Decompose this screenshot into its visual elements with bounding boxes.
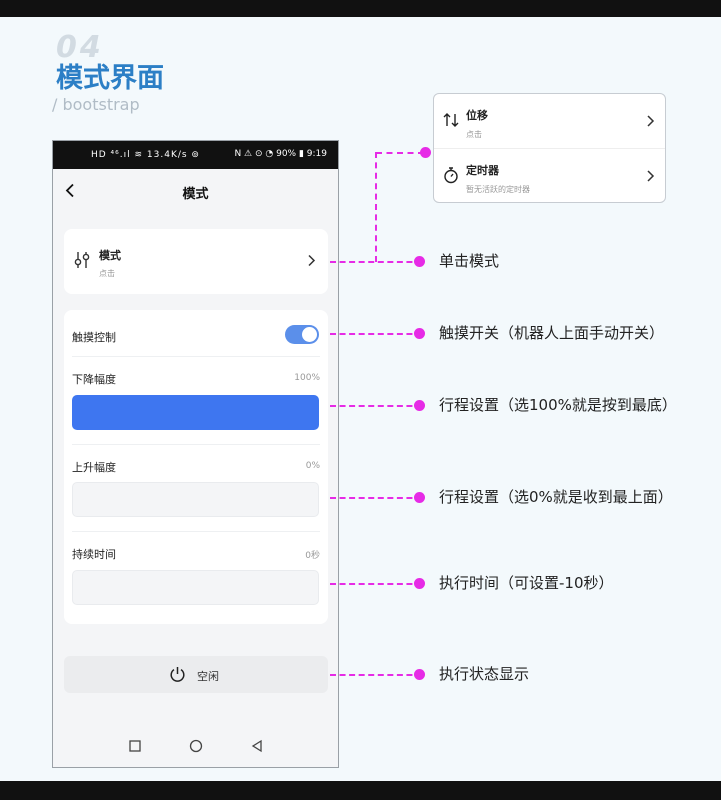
up-amplitude-slider[interactable] — [72, 482, 319, 517]
status-button[interactable]: 空闲 — [64, 656, 328, 693]
divider — [72, 356, 320, 357]
status-bar: HD ⁴⁶.ıl ≋ 13.4K/s ⊚ N ⚠ ⊙ ◔ 90% ▮ 9:19 — [53, 141, 338, 169]
up-amplitude-label: 上升幅度 — [72, 461, 116, 474]
connector-line — [330, 405, 422, 407]
phone-screen: HD ⁴⁶.ıl ≋ 13.4K/s ⊚ N ⚠ ⊙ ◔ 90% ▮ 9:19 … — [52, 140, 339, 768]
popup-item-subtitle: 点击 — [466, 130, 482, 139]
android-nav-bar — [53, 726, 338, 767]
touch-control-label: 触摸控制 — [72, 331, 116, 344]
status-bar-left: HD ⁴⁶.ıl ≋ 13.4K/s ⊚ — [91, 150, 200, 160]
settings-card: 触摸控制 下降幅度 100% 上升幅度 0% 持续时间 0秒 — [64, 310, 328, 624]
chevron-right-icon — [308, 254, 316, 267]
annotation-mode: 单击模式 — [439, 252, 500, 270]
connector-line — [330, 583, 422, 585]
top-border — [0, 0, 721, 17]
connector-dot — [414, 578, 425, 589]
popup-item-title: 定时器 — [466, 164, 499, 177]
sliders-icon — [74, 252, 90, 268]
down-amplitude-slider[interactable] — [72, 395, 319, 430]
mode-card-subtitle: 点击 — [99, 269, 115, 278]
mode-popup-menu: 位移 点击 定时器 暂无活跃的定时器 — [433, 93, 666, 203]
duration-label: 持续时间 — [72, 548, 116, 561]
status-bar-right: N ⚠ ⊙ ◔ 90% ▮ 9:19 — [234, 149, 327, 159]
chevron-right-icon — [647, 170, 655, 182]
mode-card-title: 模式 — [99, 249, 121, 262]
down-amplitude-label: 下降幅度 — [72, 373, 116, 386]
connector-line — [330, 333, 422, 335]
annotation-duration: 执行时间（可设置-10秒） — [439, 574, 614, 592]
home-icon[interactable] — [189, 739, 203, 753]
back-triangle-icon[interactable] — [250, 739, 264, 753]
connector-line — [330, 261, 422, 263]
annotation-touch-switch: 触摸开关（机器人上面手动开关） — [439, 324, 665, 342]
annotation-up-travel: 行程设置（选0%就是收到最上面） — [439, 488, 673, 506]
connector-dot — [414, 669, 425, 680]
app-title: 模式 — [182, 187, 209, 202]
connector-dot — [414, 256, 425, 267]
annotation-down-travel: 行程设置（选100%就是按到最底） — [439, 396, 677, 414]
mode-card[interactable]: 模式 点击 — [64, 229, 328, 294]
popup-item-displacement[interactable]: 位移 点击 — [434, 94, 665, 149]
stopwatch-icon — [444, 167, 458, 184]
connector-line — [330, 497, 422, 499]
popup-item-subtitle: 暂无活跃的定时器 — [466, 185, 530, 194]
page-subtitle: / bootstrap — [52, 95, 140, 114]
touch-control-toggle[interactable] — [285, 325, 319, 344]
back-arrow-icon[interactable] — [65, 183, 75, 198]
status-button-label: 空闲 — [197, 670, 219, 683]
swap-vertical-icon — [443, 113, 459, 127]
chevron-right-icon — [647, 115, 655, 127]
popup-item-timer[interactable]: 定时器 暂无活跃的定时器 — [434, 149, 665, 203]
duration-slider[interactable] — [72, 570, 319, 605]
app-bar: 模式 — [53, 169, 338, 213]
page-number: 04 — [56, 30, 104, 65]
connector-line — [376, 152, 424, 154]
connector-dot — [414, 492, 425, 503]
recent-apps-icon[interactable] — [128, 739, 142, 753]
connector-line — [330, 674, 422, 676]
down-amplitude-value: 100% — [294, 373, 320, 383]
connector-dot — [414, 400, 425, 411]
connector-dot — [420, 147, 431, 158]
toggle-knob — [302, 327, 317, 342]
popup-item-title: 位移 — [466, 109, 488, 122]
connector-line — [375, 152, 377, 262]
divider — [72, 531, 320, 532]
connector-dot — [414, 328, 425, 339]
up-amplitude-value: 0% — [305, 461, 320, 471]
annotation-status: 执行状态显示 — [439, 665, 530, 683]
divider — [72, 444, 320, 445]
power-icon — [170, 667, 185, 682]
bottom-border — [0, 781, 721, 800]
duration-value: 0秒 — [305, 551, 320, 561]
page-title: 模式界面 — [56, 63, 164, 94]
